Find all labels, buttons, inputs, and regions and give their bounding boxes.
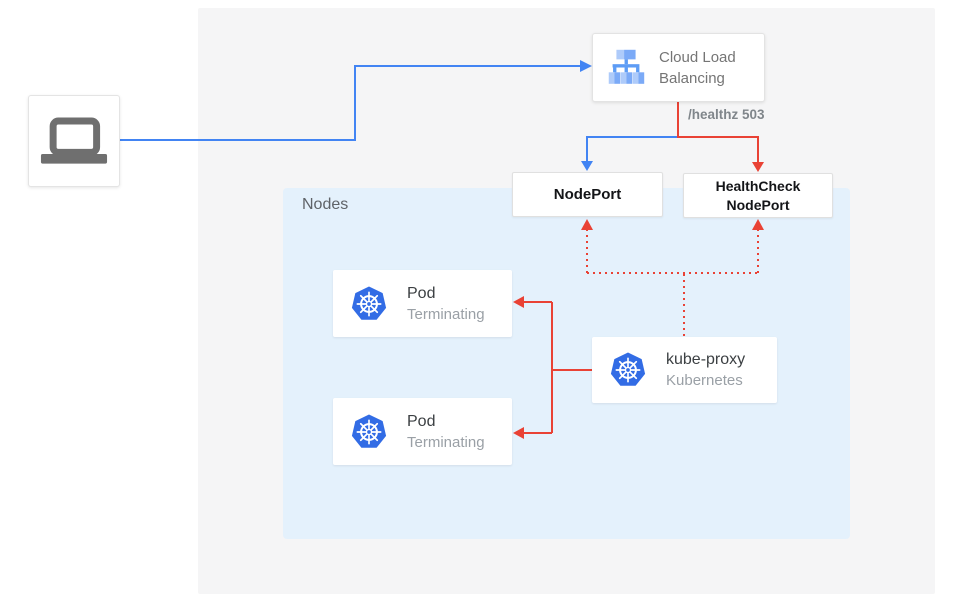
- kubernetes-icon: [351, 286, 387, 320]
- kube-proxy-text: kube-proxy Kubernetes: [666, 349, 745, 391]
- pod-2-text: Pod Terminating: [407, 411, 485, 453]
- laptop-icon: [40, 117, 108, 164]
- pod-2-title: Pod: [407, 412, 436, 430]
- pod-1-title: Pod: [407, 284, 436, 302]
- kube-proxy-subtitle: Kubernetes: [666, 372, 743, 389]
- healthz-status-annotation: /healthz 503: [688, 107, 765, 122]
- nodes-panel-label: Nodes: [302, 196, 349, 213]
- pod-2-node: Pod Terminating: [333, 398, 512, 465]
- pod-1-status: Terminating: [407, 305, 485, 323]
- cloud-load-balancing-icon: [608, 49, 645, 84]
- pod-2-status: Terminating: [407, 433, 485, 451]
- healthcheck-nodeport-node: HealthCheck NodePort: [683, 173, 833, 218]
- cloud-load-balancing-label: Cloud Load Balancing: [659, 48, 736, 87]
- kubernetes-icon: [610, 352, 646, 386]
- kubernetes-icon: [351, 414, 387, 448]
- nodeport-node: NodePort: [512, 172, 663, 217]
- kube-proxy-title: kube-proxy: [666, 351, 746, 368]
- client-node: [28, 95, 120, 187]
- pod-1-text: Pod Terminating: [407, 283, 485, 325]
- kube-proxy-node: kube-proxy Kubernetes: [592, 337, 777, 403]
- cloud-load-balancing-node: Cloud Load Balancing: [592, 33, 765, 102]
- pod-1-node: Pod Terminating: [333, 270, 512, 337]
